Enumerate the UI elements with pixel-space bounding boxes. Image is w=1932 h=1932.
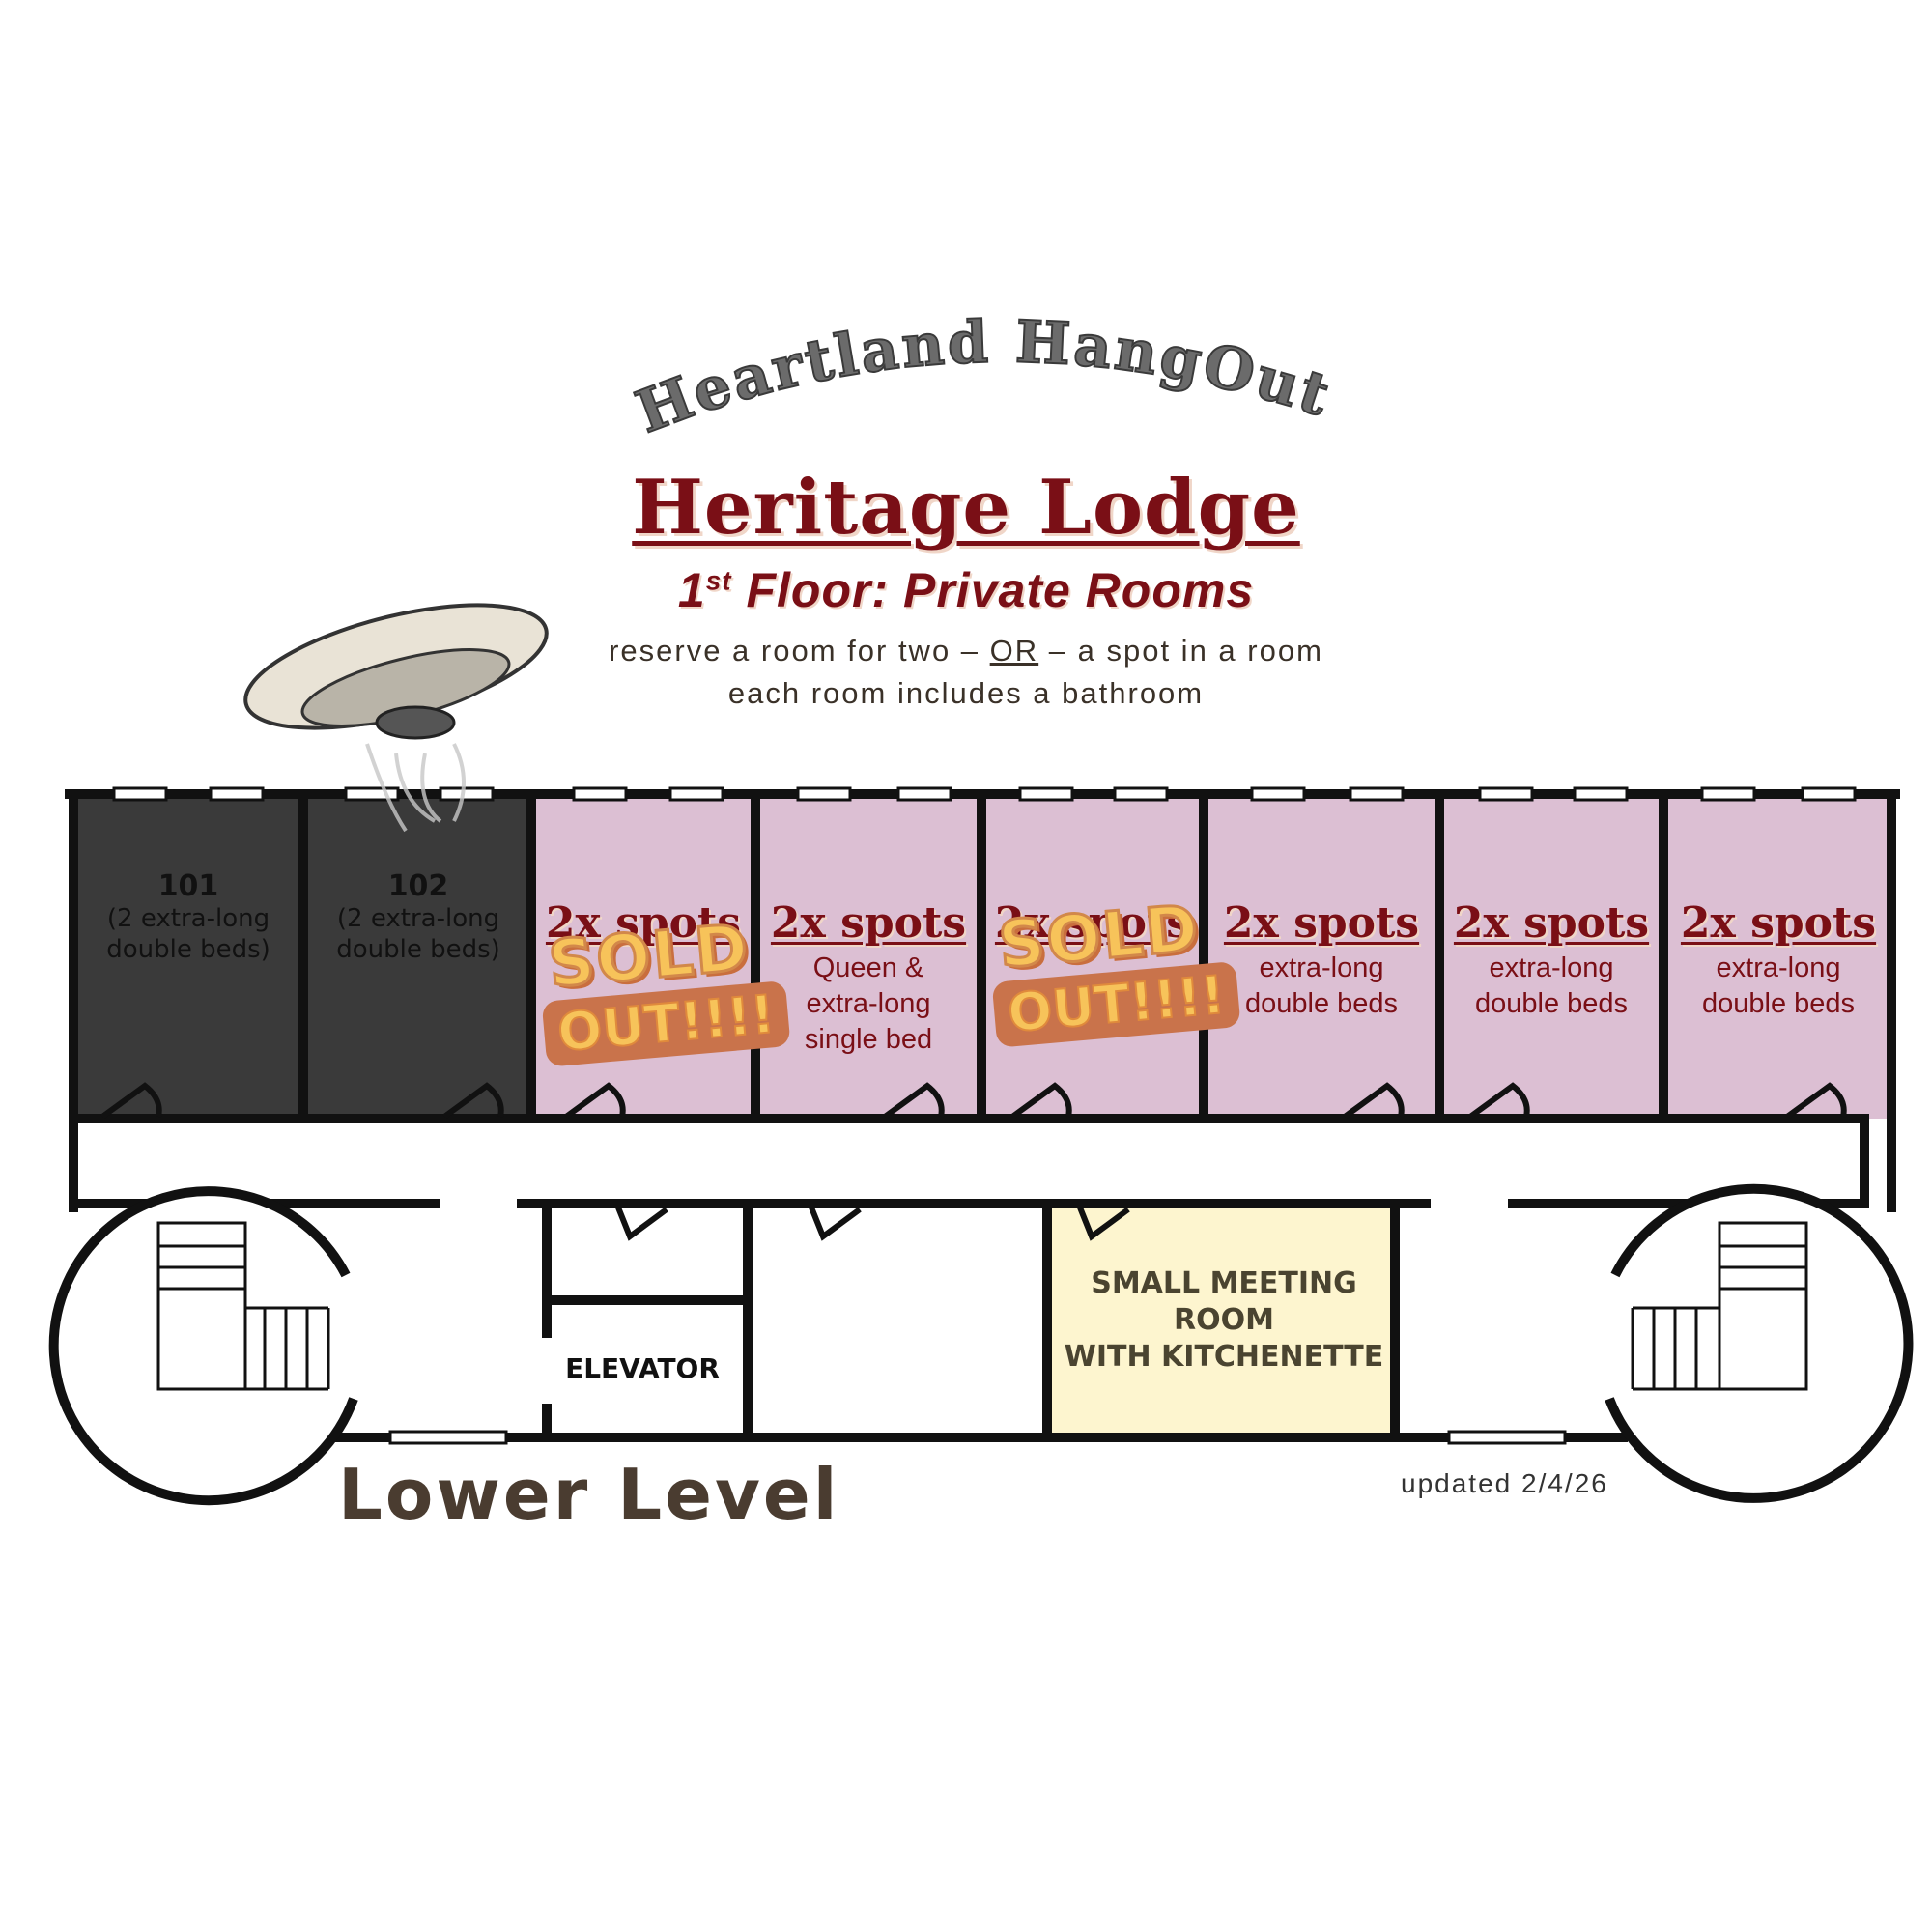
elevator-label: ELEVATOR <box>565 1352 720 1384</box>
meeting-room[interactable] <box>1051 1208 1391 1437</box>
window-icon <box>112 786 1857 1445</box>
sold-out-sticker: SOLD OUT!!!! <box>535 909 791 1067</box>
room-6-spots[interactable]: 2x spots extra-long double beds <box>1223 898 1420 1019</box>
meeting-room-label: SMALL MEETING ROOM WITH KITCHENETTE <box>1064 1266 1384 1374</box>
level-label: Lower Level <box>338 1454 840 1535</box>
floor-title: 1st Floor: Private Rooms <box>677 563 1255 617</box>
reservation-note: reserve a room for two – OR – a spot in … <box>609 634 1323 668</box>
brand-title-arc: Heartland HangOut <box>627 307 1338 447</box>
room-102-label: 102 (2 extra-long double beds) <box>336 869 500 964</box>
ufo-icon <box>243 603 549 833</box>
lodge-title: Heritage Lodge <box>632 464 1300 552</box>
staircase-icon <box>48 1183 1914 1506</box>
updated-date: updated 2/4/26 <box>1401 1468 1608 1498</box>
sold-out-sticker: SOLD OUT!!!! <box>985 890 1241 1048</box>
room-3-spots: 2x spots <box>545 898 742 948</box>
room-8-spots[interactable]: 2x spots extra-long double beds <box>1680 898 1877 1019</box>
door-swing-icon <box>100 1082 1847 1241</box>
room-5-spots: 2x spots <box>994 898 1191 948</box>
room-102[interactable] <box>303 798 531 1119</box>
room-101-label: 101 (2 extra-long double beds) <box>106 869 270 964</box>
room-7-spots[interactable]: 2x spots extra-long double beds <box>1453 898 1650 1019</box>
bathroom-note: each room includes a bathroom <box>727 676 1205 710</box>
room-4-spots[interactable]: 2x spots Queen & extra-long single bed <box>770 898 967 1055</box>
room-101[interactable] <box>73 798 303 1119</box>
